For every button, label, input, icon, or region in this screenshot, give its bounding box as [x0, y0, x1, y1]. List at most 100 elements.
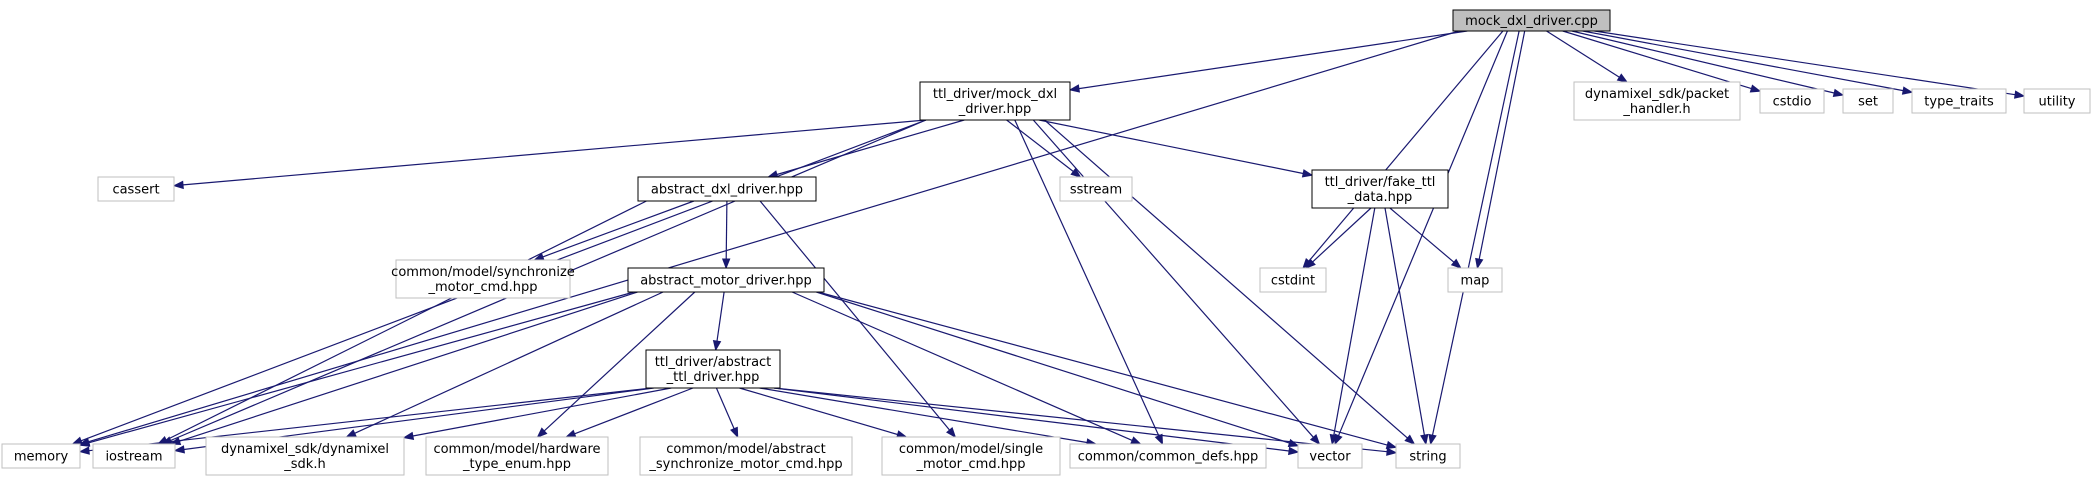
node-dxl-sdk[interactable]: dynamixel_sdk/dynamixel_sdk.h — [205, 436, 405, 476]
edge-line — [543, 291, 696, 432]
edge-root-to-cstdint — [1302, 30, 1504, 270]
node-label: ttl_driver/mock_dxl — [933, 87, 1057, 102]
arrow-head-icon — [1304, 258, 1316, 269]
node-label: set — [1858, 95, 1878, 110]
node-box — [1297, 443, 1363, 469]
node-label: _type_enum.hpp — [462, 457, 571, 472]
arrow-head-icon — [172, 180, 184, 190]
node-abstract-dxl[interactable]: abstract_dxl_driver.hpp — [637, 176, 817, 202]
node-abstract-ttl[interactable]: ttl_driver/abstract_ttl_driver.hpp — [645, 349, 781, 389]
node-label: abstract_dxl_driver.hpp — [651, 183, 803, 198]
edge-abstract_dxl-to-iostream — [156, 200, 647, 445]
node-sync-cmd[interactable]: common/model/synchronize_motor_cmd.hpp — [391, 259, 575, 299]
edge-abstract_ttl-to-single_cmd — [739, 387, 908, 439]
edge-abstract_motor-to-abstract_ttl — [712, 291, 725, 352]
edge-mock_hpp-to-common_defs — [1014, 119, 1164, 446]
edge-abstract_ttl-to-vector — [773, 387, 1300, 456]
edge-root-to-string — [1428, 30, 1520, 446]
edge-abstract_dxl-to-sync_cmd — [533, 200, 695, 261]
node-memory[interactable]: memory — [1, 443, 81, 469]
node-label: _motor_cmd.hpp — [428, 280, 538, 295]
edge-line — [716, 291, 725, 342]
edge-line — [179, 291, 638, 442]
node-iostream[interactable]: iostream — [92, 443, 176, 469]
edge-abstract_ttl-to-abs_sync — [715, 387, 739, 439]
edge-line — [1044, 119, 1408, 439]
edge-mock_hpp-to-cassert — [172, 119, 927, 190]
arrow-head-icon — [1749, 84, 1762, 93]
node-box — [1259, 267, 1327, 293]
arrow-head-icon — [1130, 436, 1142, 445]
node-fake-ttl[interactable]: ttl_driver/fake_ttl_data.hpp — [1311, 169, 1449, 209]
arrow-head-icon — [1309, 434, 1321, 446]
arrow-head-icon — [173, 445, 185, 454]
node-box — [919, 81, 1071, 121]
edge-line — [1006, 119, 1074, 172]
edge-line — [574, 387, 694, 435]
edge-fake_ttl-to-vector — [1329, 207, 1376, 446]
node-label: dynamixel_sdk/dynamixel — [221, 442, 389, 457]
node-type-traits[interactable]: type_traits — [1911, 88, 2007, 114]
edge-root-to-utility — [1594, 30, 2026, 99]
node-label: iostream — [105, 450, 162, 465]
node-vector[interactable]: vector — [1297, 443, 1363, 469]
node-label: map — [1461, 274, 1490, 289]
edge-abstract_ttl-to-string — [773, 387, 1398, 456]
node-map[interactable]: map — [1447, 267, 1503, 293]
node-root[interactable]: mock_dxl_driver.cpp — [1452, 9, 1611, 32]
arrow-head-icon — [1420, 433, 1429, 446]
arrow-head-icon — [1475, 257, 1484, 270]
arrow-head-icon — [78, 438, 91, 447]
edge-line — [817, 291, 1388, 446]
node-label: common/common_defs.hpp — [1078, 450, 1259, 465]
node-cassert[interactable]: cassert — [97, 176, 175, 202]
edge-abstract_motor-to-memory — [78, 291, 635, 447]
node-cstdint[interactable]: cstdint — [1259, 267, 1327, 293]
node-label: cassert — [112, 183, 159, 198]
node-label: common/model/single — [899, 442, 1043, 457]
node-box — [639, 436, 853, 476]
node-box — [1395, 443, 1461, 469]
node-sstream[interactable]: sstream — [1059, 176, 1133, 202]
arrow-head-icon — [1329, 433, 1339, 446]
node-single-cmd[interactable]: common/model/single_motor_cmd.hpp — [881, 436, 1061, 476]
node-cstdio[interactable]: cstdio — [1759, 88, 1825, 114]
edge-line — [1562, 30, 1752, 90]
edge-line — [773, 387, 1290, 452]
arrow-head-icon — [402, 431, 415, 441]
edge-line — [542, 200, 695, 258]
node-abs-sync[interactable]: common/model/abstract_synchronize_motor_… — [639, 436, 853, 476]
node-mock-hpp[interactable]: ttl_driver/mock_dxl_driver.hpp — [919, 81, 1071, 121]
edge-line — [791, 291, 1133, 441]
node-packet[interactable]: dynamixel_sdk/packet_handler.h — [1573, 81, 1741, 121]
edge-abstract_motor-to-vector — [816, 291, 1300, 447]
node-set[interactable]: set — [1842, 88, 1894, 114]
edge-mock_hpp-to-vector — [1032, 119, 1321, 446]
edges-layer — [71, 30, 2026, 456]
edge-line — [1312, 207, 1372, 263]
node-utility[interactable]: utility — [2023, 88, 2091, 114]
node-box — [645, 349, 781, 389]
node-label: sstream — [1070, 183, 1122, 198]
node-string[interactable]: string — [1395, 443, 1461, 469]
node-label: ttl_driver/abstract — [655, 355, 772, 370]
node-common-defs[interactable]: common/common_defs.hpp — [1069, 443, 1267, 469]
arrow-head-icon — [71, 436, 84, 445]
node-label: cstdint — [1271, 274, 1315, 289]
arrow-head-icon — [345, 429, 357, 438]
node-label: vector — [1309, 450, 1351, 465]
edge-line — [1431, 30, 1520, 436]
node-box — [92, 443, 176, 469]
arrow-head-icon — [1288, 446, 1300, 456]
edge-fake_ttl-to-string — [1384, 207, 1429, 446]
arrow-head-icon — [2014, 90, 2026, 99]
node-abstract-motor[interactable]: abstract_motor_driver.hpp — [627, 267, 825, 293]
edge-abstract_motor-to-hw_type — [536, 291, 696, 438]
edge-line — [182, 119, 927, 186]
edge-abstract_ttl-to-hw_type — [564, 387, 694, 438]
node-hw-type[interactable]: common/model/hardware_type_enum.hpp — [425, 436, 609, 476]
edge-line — [1032, 119, 1314, 438]
edge-line — [1546, 30, 1620, 78]
arrow-head-icon — [1616, 73, 1629, 83]
